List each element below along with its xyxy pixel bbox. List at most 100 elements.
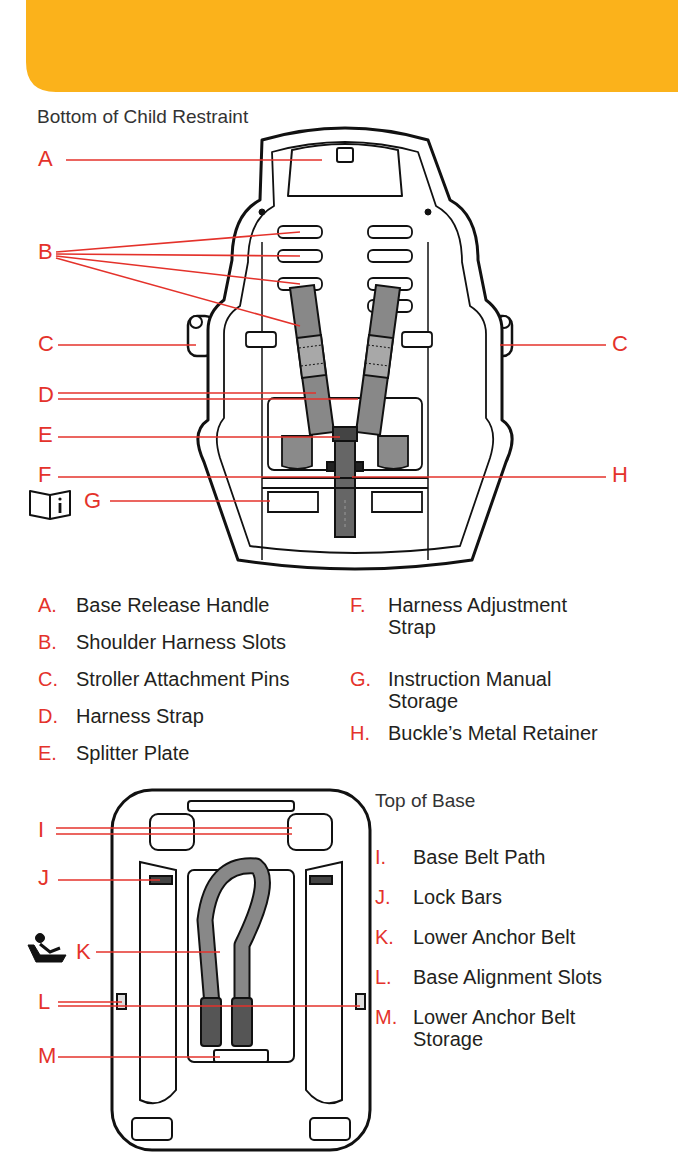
- harness-straps: [364, 335, 393, 378]
- leader-lines: [58, 344, 196, 346]
- harness-straps: [299, 345, 322, 348]
- manual-icon: [59, 503, 62, 513]
- seat-shell: [288, 144, 402, 196]
- seat-shell: [337, 148, 353, 162]
- lower-anchor-belt: [201, 866, 262, 1046]
- key-text: Instruction Manual Storage: [388, 668, 598, 713]
- key-letter: F.: [350, 594, 366, 616]
- leader-lines: [96, 951, 220, 953]
- leader-lines: [58, 436, 340, 438]
- leader-lines: [56, 254, 300, 256]
- harness-straps: [365, 363, 389, 366]
- key-text: Harness Adjustment Strap: [388, 594, 598, 639]
- harness-slots: [246, 332, 276, 347]
- leader-lines: [58, 1056, 220, 1058]
- key-text: Harness Strap: [76, 705, 336, 727]
- leader-lines: [352, 476, 606, 478]
- anchor-icon: [36, 934, 45, 943]
- anchor-icon: [40, 944, 60, 952]
- manual-icon: [30, 491, 70, 519]
- callout-letter: H: [612, 463, 628, 488]
- splitter-and-adjuster: [327, 462, 335, 471]
- header-band: [0, 0, 678, 92]
- splitter-and-adjuster: [345, 500, 346, 530]
- leader-lines: [56, 232, 300, 252]
- key-letter: I.: [375, 846, 386, 868]
- seat-shell: [198, 128, 512, 569]
- key-text: Buckle’s Metal Retainer: [388, 722, 668, 744]
- manual-storage: [268, 492, 318, 512]
- splitter-and-adjuster: [262, 487, 428, 489]
- harness-straps: [297, 335, 326, 378]
- seat-shell: [425, 209, 431, 215]
- callout-letter: B: [38, 240, 53, 265]
- base-outline: [112, 790, 370, 1150]
- splitter-and-adjuster: [262, 427, 428, 537]
- callout-letter: K: [76, 940, 91, 965]
- harness-slots: [402, 332, 432, 347]
- callout-letter: I: [38, 818, 44, 843]
- leg-pads: [282, 436, 312, 469]
- base-details: [117, 801, 365, 1140]
- seat-shell: [188, 128, 512, 569]
- key-letter: K.: [375, 926, 394, 948]
- harness-straps: [290, 285, 334, 435]
- base-details: [310, 1118, 350, 1140]
- seat-shell: [261, 242, 263, 560]
- key-text: Base Release Handle: [76, 594, 336, 616]
- key-text: Base Belt Path: [413, 846, 663, 868]
- callout-letter: C: [612, 332, 628, 357]
- base-details: [310, 876, 332, 884]
- harness-slots: [246, 226, 432, 470]
- key-letter: D.: [38, 705, 58, 727]
- callout-letter: L: [38, 990, 50, 1015]
- callout-letter: D: [38, 383, 54, 408]
- harness-straps: [290, 285, 400, 435]
- key-text: Base Alignment Slots: [413, 966, 663, 988]
- seat-shell: [427, 242, 429, 560]
- splitter-and-adjuster: [355, 462, 363, 471]
- leader-lines: [58, 398, 358, 400]
- manual-icon: [30, 491, 70, 519]
- key-letter: B.: [38, 631, 57, 653]
- section-heading: Bottom of Child Restraint: [37, 106, 248, 127]
- base-details: [132, 1118, 172, 1140]
- key-text: Lock Bars: [413, 886, 663, 908]
- leader-lines: [58, 1001, 122, 1003]
- base-outline: [112, 790, 370, 1150]
- lower-anchor-belt: [205, 866, 262, 1005]
- harness-straps: [356, 285, 400, 435]
- base-details: [288, 814, 332, 850]
- key-letter: C.: [38, 668, 58, 690]
- seat-shell: [190, 316, 202, 328]
- base-details: [306, 862, 342, 1103]
- key-text: Splitter Plate: [76, 742, 336, 764]
- lower-anchor-belt: [205, 866, 262, 1005]
- leg-pads: [378, 436, 408, 469]
- manual-storage: [372, 492, 422, 512]
- leader-lines: [56, 833, 292, 835]
- key-letter: J.: [375, 886, 391, 908]
- key-letter: E.: [38, 742, 57, 764]
- splitter-and-adjuster: [333, 427, 357, 441]
- base-details: [140, 862, 176, 1103]
- leader-lines: [58, 879, 160, 881]
- key-letter: A.: [38, 594, 57, 616]
- key-text: Lower Anchor Belt Storage: [413, 1006, 613, 1051]
- splitter-and-adjuster: [335, 441, 355, 537]
- harness-straps: [368, 345, 391, 348]
- callout-letter: E: [38, 423, 53, 448]
- harness-slots: [368, 226, 412, 238]
- key-letter: G.: [350, 668, 371, 690]
- key-text: Lower Anchor Belt: [413, 926, 663, 948]
- harness-slots: [368, 250, 412, 262]
- anchor-icon: [28, 934, 66, 963]
- callout-letter: A: [38, 147, 53, 172]
- leader-lines: [58, 392, 316, 394]
- harness-straps: [301, 363, 325, 366]
- callout-letter: F: [38, 463, 51, 488]
- leader-lines: [58, 1005, 360, 1007]
- leader-lines: [500, 344, 606, 346]
- callout-letter: C: [38, 332, 54, 357]
